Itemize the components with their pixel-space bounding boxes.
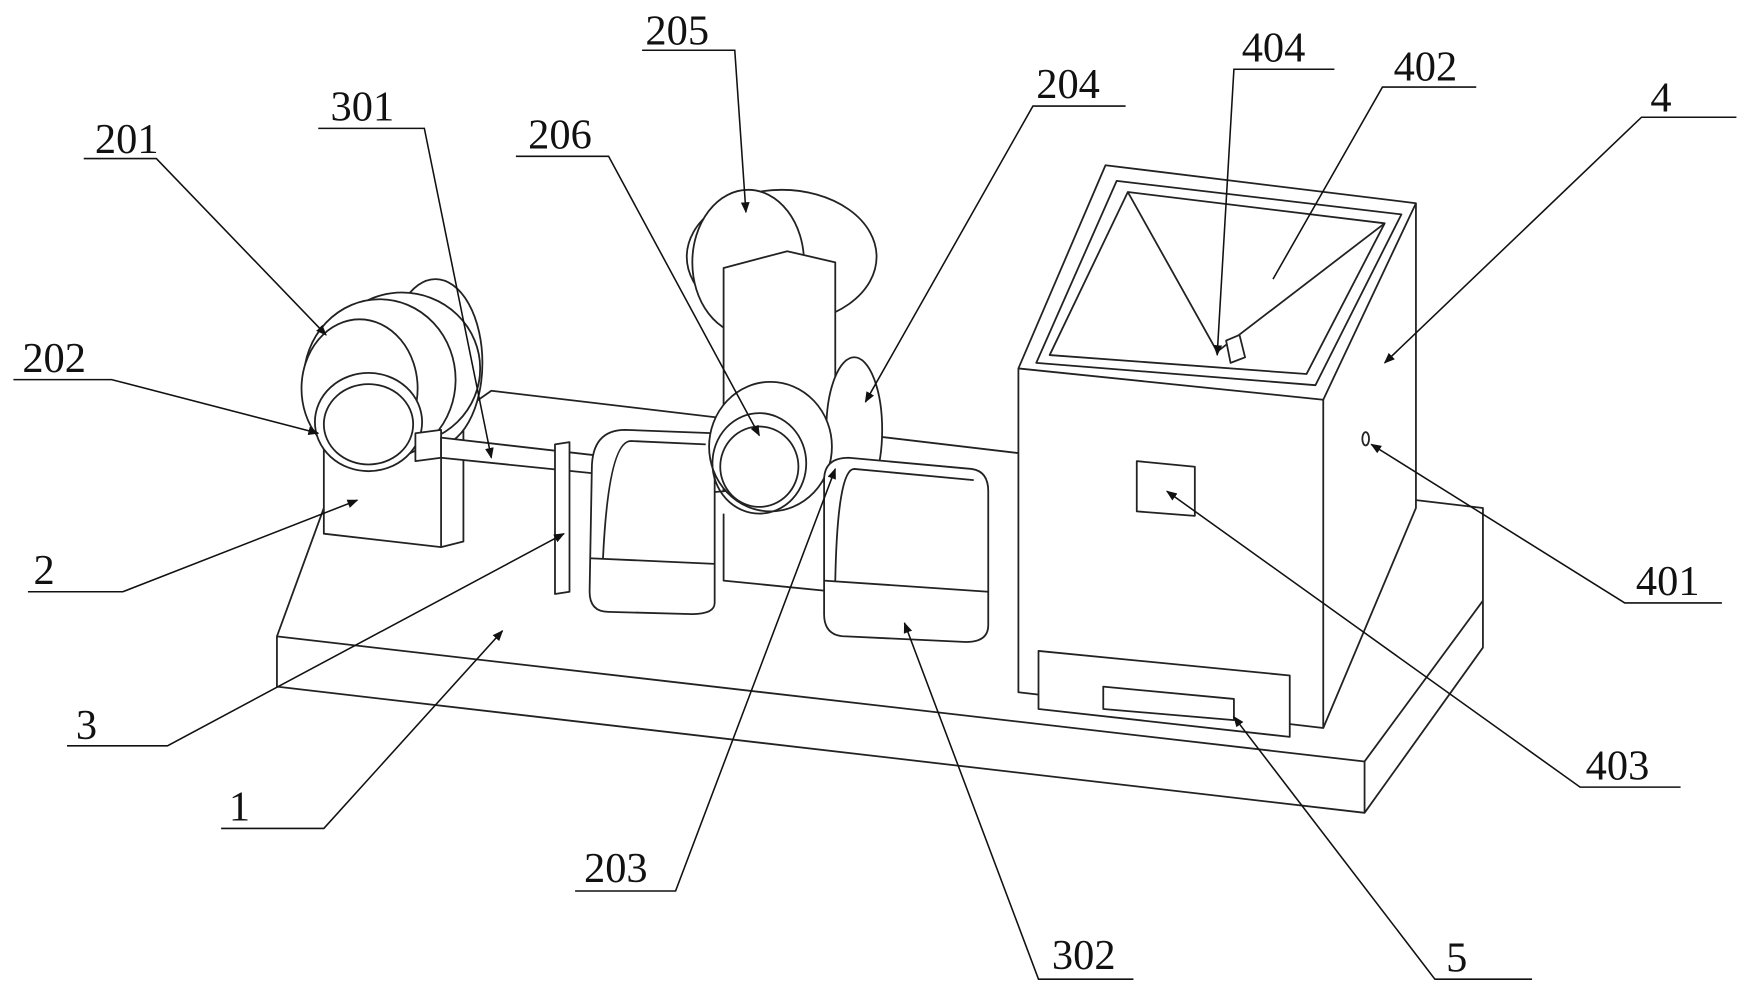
label-204: 204 [1036, 61, 1100, 108]
label-205: 205 [645, 8, 709, 55]
label-202: 202 [22, 335, 86, 382]
left-tray [590, 430, 715, 614]
collection-box [1018, 165, 1416, 737]
label-404: 404 [1242, 24, 1306, 71]
label-203: 203 [584, 845, 648, 892]
label-302: 302 [1052, 932, 1116, 979]
label-402: 402 [1394, 43, 1458, 90]
label-201: 201 [95, 116, 159, 163]
label-206: 206 [528, 111, 592, 158]
label-1: 1 [229, 784, 250, 831]
label-401: 401 [1636, 558, 1700, 605]
label-3: 3 [76, 702, 97, 749]
right-tray [824, 458, 988, 642]
label-301: 301 [331, 84, 395, 131]
label-4: 4 [1650, 75, 1671, 122]
label-5: 5 [1446, 934, 1467, 981]
control-box [1137, 461, 1195, 516]
label-403: 403 [1586, 742, 1650, 789]
scraper-blade [555, 442, 570, 594]
label-2: 2 [34, 547, 55, 594]
